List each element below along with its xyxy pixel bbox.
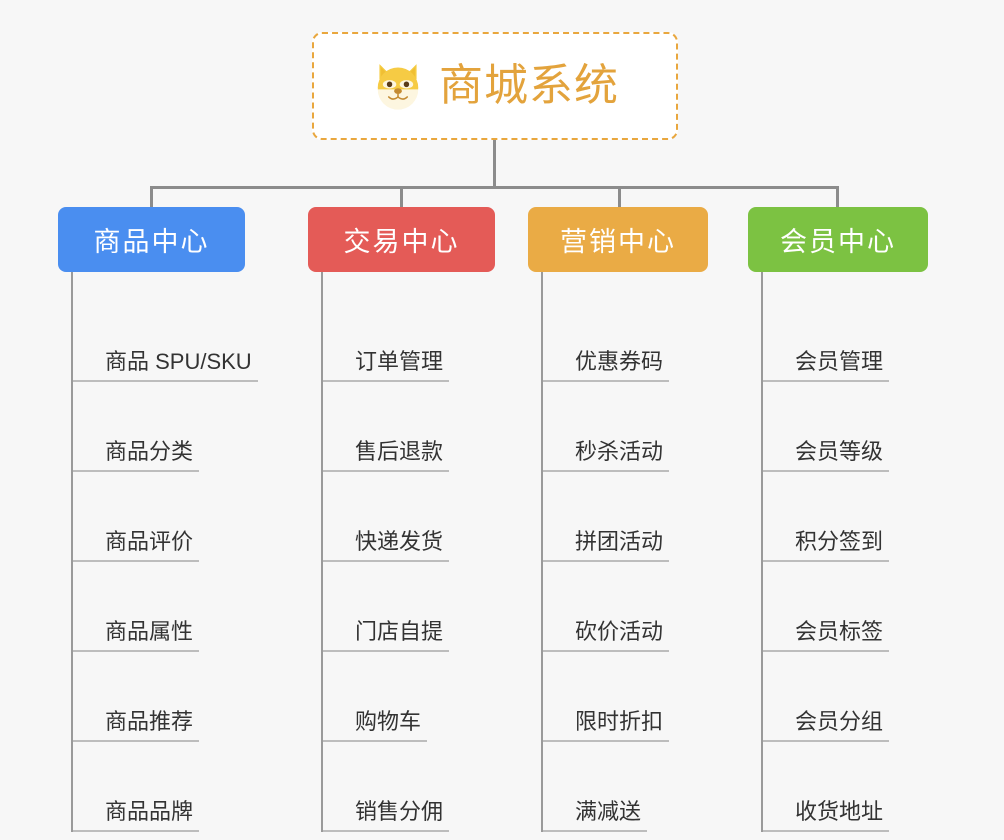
dog-face-icon (377, 64, 419, 110)
list-item[interactable]: 门店自提 (323, 562, 495, 652)
leaf-label: 门店自提 (323, 619, 450, 652)
leaf-label: 优惠券码 (543, 349, 670, 382)
leaf-label: 秒杀活动 (543, 439, 670, 472)
list-item[interactable]: 满减送 (543, 742, 708, 832)
branch-header-4[interactable]: 会员中心 (748, 207, 928, 272)
leaf-label: 拼团活动 (543, 529, 670, 562)
list-item[interactable]: 商品评价 (73, 472, 245, 562)
leaf-label: 快递发货 (323, 529, 450, 562)
list-item[interactable]: 商品推荐 (73, 652, 245, 742)
branch-leaf-list-3: 优惠券码 秒杀活动 拼团活动 砍价活动 限时折扣 满减送 (541, 272, 708, 832)
branch-column-1: 商品中心 商品 SPU/SKU 商品分类 商品评价 商品属性 商品推荐 商品品牌 (58, 207, 258, 832)
leaf-label: 限时折扣 (543, 709, 670, 742)
leaf-label: 会员管理 (763, 349, 890, 382)
leaf-label: 商品属性 (73, 619, 200, 652)
branch-header-2[interactable]: 交易中心 (308, 207, 495, 272)
list-item[interactable]: 商品 SPU/SKU (73, 292, 258, 382)
leaf-label: 商品分类 (73, 439, 200, 472)
leaf-label: 销售分佣 (323, 799, 450, 832)
list-item[interactable]: 会员标签 (763, 562, 928, 652)
branch-leaf-list-4: 会员管理 会员等级 积分签到 会员标签 会员分组 收货地址 (761, 272, 928, 832)
branch-column-2: 交易中心 订单管理 售后退款 快递发货 门店自提 购物车 销售分佣 (308, 207, 495, 832)
list-item[interactable]: 会员管理 (763, 292, 928, 382)
leaf-label: 订单管理 (323, 349, 450, 382)
list-item[interactable]: 销售分佣 (323, 742, 495, 832)
leaf-label: 砍价活动 (543, 619, 670, 652)
leaf-label: 购物车 (323, 709, 428, 742)
branch-header-3[interactable]: 营销中心 (528, 207, 708, 272)
list-item[interactable]: 商品品牌 (73, 742, 245, 832)
connector-drop-1 (150, 186, 153, 210)
branch-leaf-list-1: 商品 SPU/SKU 商品分类 商品评价 商品属性 商品推荐 商品品牌 (71, 272, 258, 832)
leaf-label: 会员分组 (763, 709, 890, 742)
leaf-label: 商品 SPU/SKU (73, 349, 258, 382)
root-node[interactable]: 商城系统 (312, 32, 678, 140)
list-item[interactable]: 购物车 (323, 652, 495, 742)
connector-drop-2 (400, 186, 403, 210)
leaf-label: 售后退款 (323, 439, 450, 472)
list-item[interactable]: 会员分组 (763, 652, 928, 742)
list-item[interactable]: 会员等级 (763, 382, 928, 472)
branch-header-1[interactable]: 商品中心 (58, 207, 245, 272)
leaf-label: 商品推荐 (73, 709, 200, 742)
connector-drop-4 (836, 186, 839, 210)
leaf-label: 收货地址 (763, 799, 890, 832)
list-item[interactable]: 商品分类 (73, 382, 245, 472)
branch-column-4: 会员中心 会员管理 会员等级 积分签到 会员标签 会员分组 收货地址 (748, 207, 928, 832)
branch-column-3: 营销中心 优惠券码 秒杀活动 拼团活动 砍价活动 限时折扣 满减送 (528, 207, 708, 832)
leaf-label: 会员标签 (763, 619, 890, 652)
leaf-label: 商品品牌 (73, 799, 200, 832)
list-item[interactable]: 拼团活动 (543, 472, 708, 562)
leaf-label: 会员等级 (763, 439, 890, 472)
list-item[interactable]: 收货地址 (763, 742, 928, 832)
list-item[interactable]: 优惠券码 (543, 292, 708, 382)
connector-horizontal-bus (150, 186, 836, 189)
connector-drop-3 (618, 186, 621, 210)
list-item[interactable]: 砍价活动 (543, 562, 708, 652)
leaf-label: 商品评价 (73, 529, 200, 562)
branch-leaf-list-2: 订单管理 售后退款 快递发货 门店自提 购物车 销售分佣 (321, 272, 495, 832)
list-item[interactable]: 积分签到 (763, 472, 928, 562)
list-item[interactable]: 快递发货 (323, 472, 495, 562)
list-item[interactable]: 商品属性 (73, 562, 245, 652)
list-item[interactable]: 限时折扣 (543, 652, 708, 742)
connector-root-stem (493, 140, 496, 188)
list-item[interactable]: 订单管理 (323, 292, 495, 382)
leaf-label: 满减送 (543, 799, 648, 832)
list-item[interactable]: 售后退款 (323, 382, 495, 472)
list-item[interactable]: 秒杀活动 (543, 382, 708, 472)
root-title: 商城系统 (439, 61, 619, 110)
leaf-label: 积分签到 (763, 529, 890, 562)
